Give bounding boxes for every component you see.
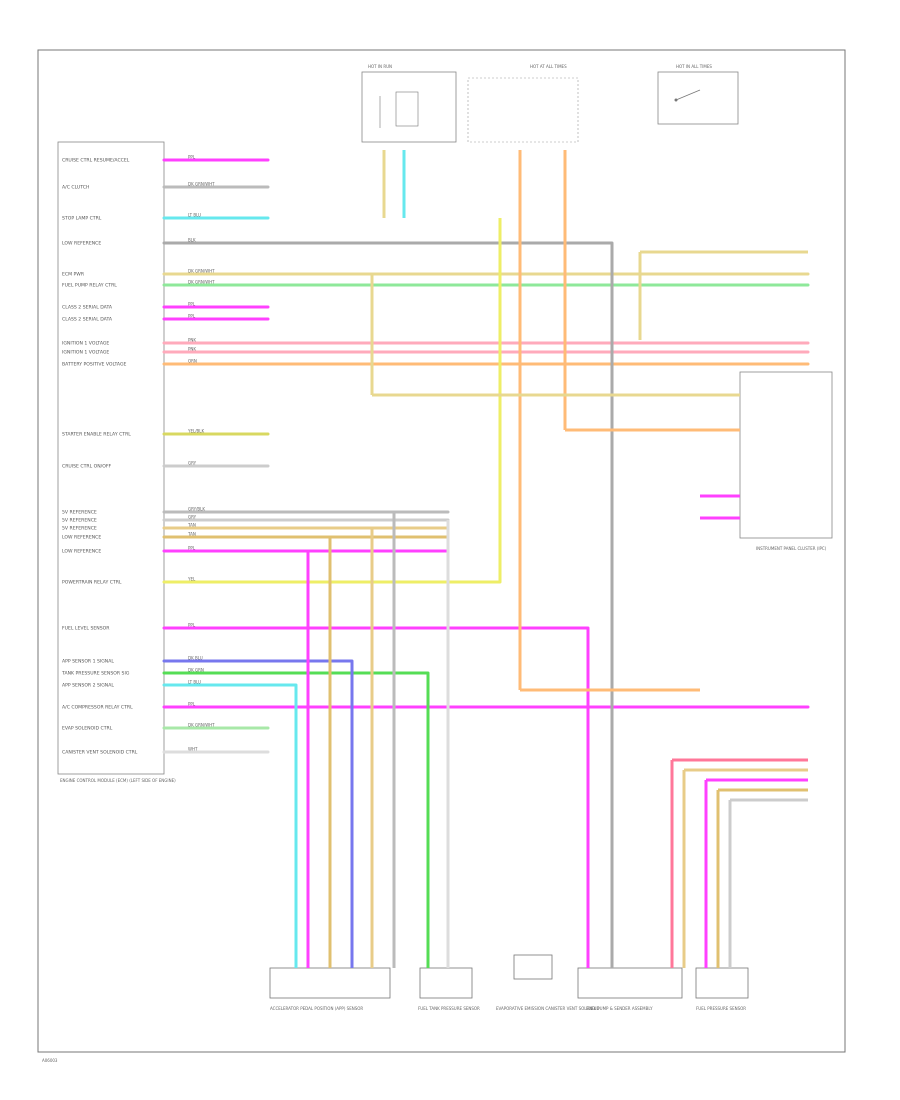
ecm-pin-label: CANISTER VENT SOLENOID CTRL <box>62 750 138 756</box>
wire-color-code: ORN <box>188 359 197 364</box>
wire-color-code: WHT <box>188 747 198 752</box>
ecm-pin-label: BATTERY POSITIVE VOLTAGE <box>62 362 127 368</box>
vent-solenoid-box <box>513 954 553 980</box>
wire-color-code: PPL <box>188 302 196 307</box>
wire-color-code: BLK <box>188 238 196 243</box>
wire-color-code: GRY <box>188 515 197 520</box>
wire-color-code: PPL <box>188 314 196 319</box>
ecm-pin-labels: CRUISE CTRL RESUME/ACCEL PPL A/C CLUTCH DK … <box>61 155 215 756</box>
fuel-pressure-label: FUEL PRESSURE SENSOR <box>696 1006 746 1011</box>
ignition-switch <box>675 89 701 101</box>
ecm-pin-label: CRUISE CTRL RESUME/ACCEL <box>62 158 130 164</box>
page-frame <box>37 49 846 1053</box>
fuse-block-right <box>657 71 739 125</box>
wire-color-code: DK GRN/WHT <box>188 269 215 274</box>
ecm-pin-label: CLASS 2 SERIAL DATA <box>62 305 113 311</box>
tank-pressure-box <box>419 967 473 999</box>
ipc-label: INSTRUMENT PANEL CLUSTER (IPC) <box>756 546 827 551</box>
ecm-pin-label: IGNITION 1 VOLTAGE <box>62 350 109 356</box>
fuel-pump-box <box>577 967 683 999</box>
ecm-pin-label: FUEL PUMP RELAY CTRL <box>62 283 117 289</box>
fuse-label-3: HOT IN ALL TIMES <box>676 64 712 69</box>
wire-color-code: PNK <box>188 338 196 343</box>
ecm-pin-label: A/C COMPRESSOR RELAY CTRL <box>62 705 133 711</box>
ecm-pin-label: 5V REFERENCE <box>62 518 97 524</box>
wire-color-code: GRY/BLK <box>188 507 205 512</box>
wire-color-code: TAN <box>187 532 196 537</box>
fuse-block-middle <box>467 77 579 143</box>
ecm-pin-label: APP SENSOR 1 SIGNAL <box>62 659 114 665</box>
wire-color-code: PPL <box>188 702 196 707</box>
fuse-block-left <box>361 71 457 143</box>
fuse-label-2: HOT AT ALL TIMES <box>530 64 567 69</box>
ecm-pin-label: LOW REFERENCE <box>62 241 101 247</box>
fuel-pressure-box <box>695 967 749 999</box>
ecm-caption: ENGINE CONTROL MODULE (ECM) (LEFT SIDE O… <box>60 778 176 783</box>
wire-color-code: LT BLU <box>188 213 201 218</box>
wire-color-code: YEL <box>187 577 196 582</box>
ecm-pin-label: TANK PRESSURE SENSOR SIG <box>61 671 130 677</box>
app-sensor-label: ACCELERATOR PEDAL POSITION (APP) SENSOR <box>270 1006 363 1011</box>
wire-color-code: DK GRN/WHT <box>188 182 215 187</box>
wire-color-code: YEL/BLK <box>187 429 205 434</box>
ecm-outline <box>57 141 165 775</box>
wire-color-code: PPL <box>188 546 196 551</box>
ecm-pin-label: IGNITION 1 VOLTAGE <box>62 341 109 347</box>
tank-pressure-label: FUEL TANK PRESSURE SENSOR <box>418 1006 480 1011</box>
ecm-pin-label: CRUISE CTRL ON/OFF <box>62 464 111 470</box>
app-sensor-box <box>269 967 391 999</box>
relay-coil <box>395 91 419 127</box>
wire-color-code: PPL <box>188 155 196 160</box>
wire-color-code: PPL <box>188 623 196 628</box>
ipc-box <box>739 371 833 539</box>
ecm-pin-label: FUEL LEVEL SENSOR <box>62 626 110 632</box>
wire-color-code: DK GRN/WHT <box>188 723 215 728</box>
ecm-pin-label: LOW REFERENCE <box>62 535 101 541</box>
fuel-pump-label: FUEL PUMP & SENDER ASSEMBLY <box>586 1006 653 1011</box>
ecm-pin-label: ECM PWR <box>62 272 85 278</box>
ignition-contact <box>674 98 678 102</box>
wires <box>162 150 810 968</box>
ecm-pin-label: APP SENSOR 2 SIGNAL <box>62 683 114 689</box>
wire-color-code: DK GRN <box>188 668 204 673</box>
ecm-pin-label: EVAP SOLENOID CTRL <box>62 726 113 732</box>
ecm-pin-label: 5V REFERENCE <box>62 526 97 532</box>
wire-color-code: PNK <box>188 347 196 352</box>
wire-color-code: LT BLU <box>188 680 201 685</box>
ecm-pin-label: STARTER ENABLE RELAY CTRL <box>62 432 131 438</box>
ecm-pin-label: A/C CLUTCH <box>62 185 89 191</box>
vent-solenoid-label: EVAPORATIVE EMISSION CANISTER VENT SOLEN… <box>496 1006 599 1011</box>
wire-color-code: DK GRN/WHT <box>188 280 215 285</box>
ecm-pin-label: LOW REFERENCE <box>62 549 101 555</box>
ecm-pin-label: CLASS 2 SERIAL DATA <box>62 317 113 323</box>
ecm-pin-label: POWERTRAIN RELAY CTRL <box>62 580 122 586</box>
footer-code: A06003 <box>42 1058 58 1063</box>
wire-color-code: TAN <box>187 523 196 528</box>
ecm-pin-label: STOP LAMP CTRL <box>62 216 102 222</box>
wire-color-code: GRY <box>188 461 197 466</box>
fuse-label-1: HOT IN RUN <box>368 64 392 69</box>
ecm-pin-label: 5V REFERENCE <box>62 510 97 516</box>
wire-color-code: DK BLU <box>188 656 203 661</box>
